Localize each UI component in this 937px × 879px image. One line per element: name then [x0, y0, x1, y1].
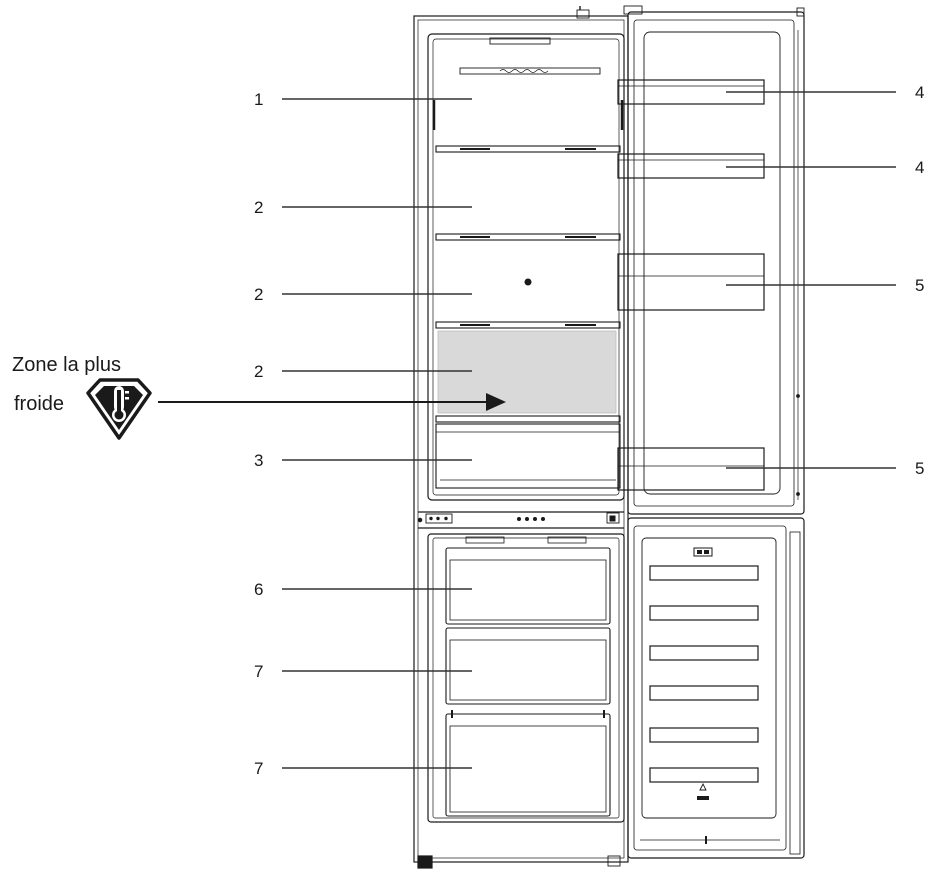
- callout-numbers-right: 4 4 5 5: [915, 83, 924, 478]
- callout-number: 1: [254, 90, 263, 109]
- sensor-icon: [524, 278, 532, 286]
- coldest-zone-highlight: [437, 330, 617, 414]
- callout-number: 7: [254, 759, 263, 778]
- callout-number: 7: [254, 662, 263, 681]
- freezer-door-markings: [693, 547, 713, 800]
- control-panel: [417, 512, 620, 524]
- callout-number: 2: [254, 198, 263, 217]
- callout-numbers-left: 1 2 2 2 3 6 7 7: [254, 90, 263, 778]
- coldest-zone-line2: froide: [14, 393, 64, 415]
- coldest-zone-thermometer-icon: [86, 378, 152, 440]
- callout-number: 6: [254, 580, 263, 599]
- fridge-cabinet: [413, 6, 629, 869]
- callout-number: 2: [254, 285, 263, 304]
- callout-number: 4: [915, 158, 924, 177]
- coldest-zone-arrow: [158, 393, 506, 411]
- callout-number: 3: [254, 451, 263, 470]
- coldest-zone-label: Zone la plus froide: [12, 354, 121, 415]
- coldest-zone-line1: Zone la plus: [12, 354, 121, 376]
- fridge-shelves: [432, 67, 624, 489]
- freezer-drawers: [445, 536, 611, 817]
- callout-number: 2: [254, 362, 263, 381]
- freezer-door: [627, 517, 805, 859]
- callout-number: 5: [915, 459, 924, 478]
- callout-number: 5: [915, 276, 924, 295]
- fridge-door: [617, 5, 805, 515]
- callout-lines: [282, 91, 896, 769]
- callout-number: 4: [915, 83, 924, 102]
